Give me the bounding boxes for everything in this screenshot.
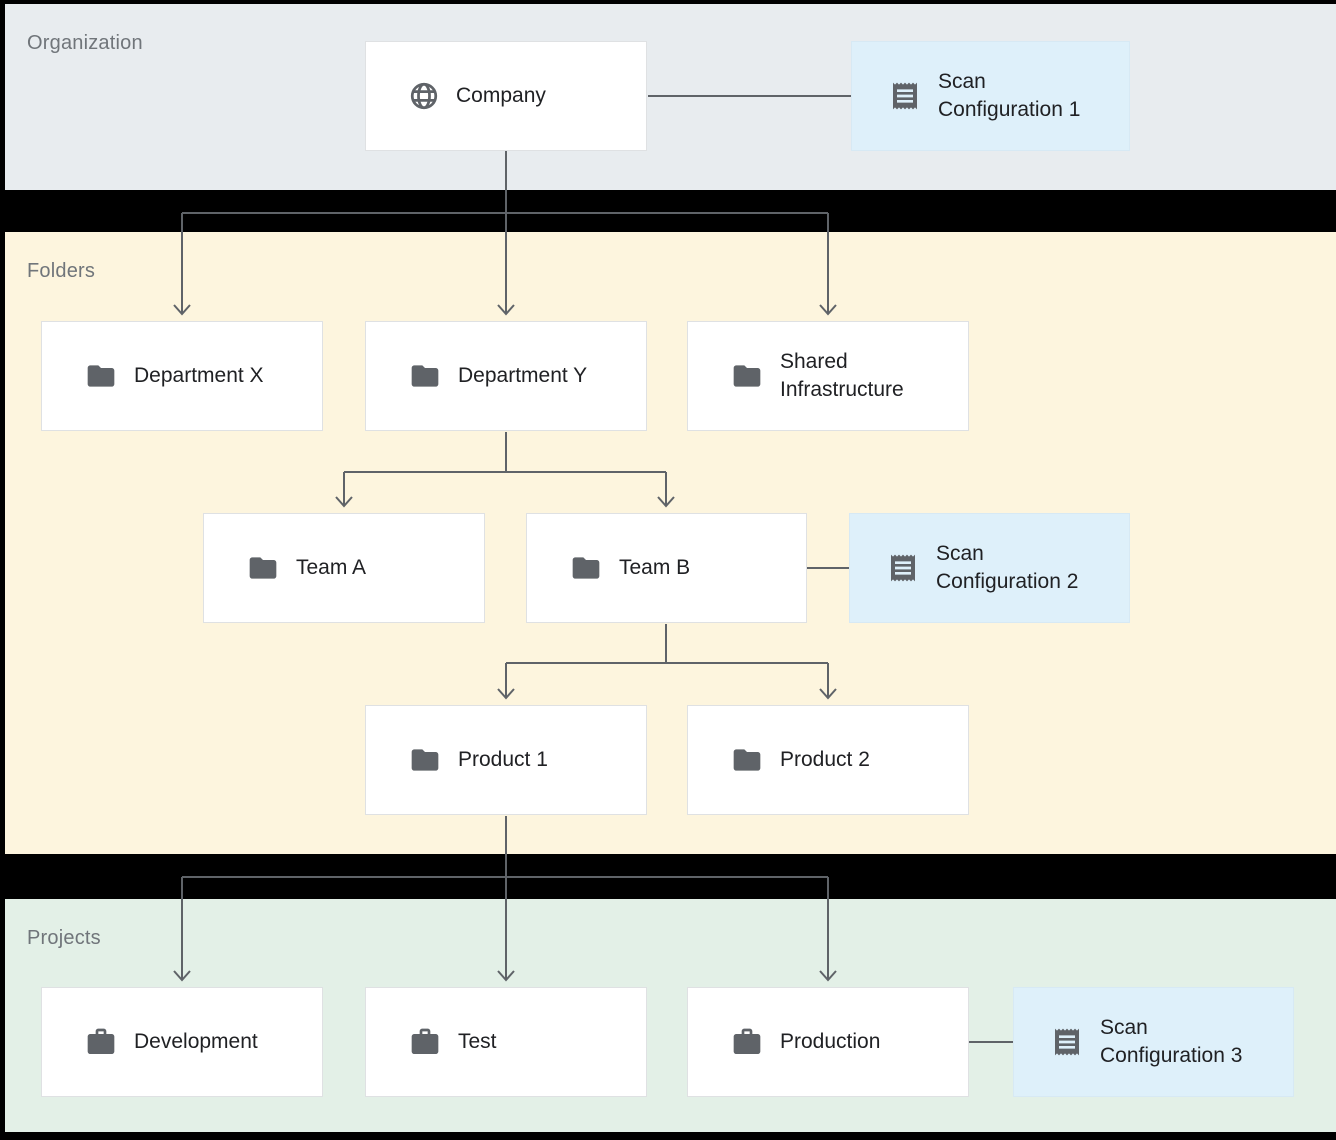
node-department-x: Department X bbox=[41, 321, 323, 431]
node-label: Company bbox=[456, 84, 546, 107]
node-label: Scan Configuration 2 bbox=[936, 542, 1079, 593]
node-production: Production bbox=[687, 987, 969, 1097]
receipt-icon bbox=[887, 552, 919, 584]
node-scan-config-1: Scan Configuration 1 bbox=[851, 41, 1130, 151]
receipt-icon bbox=[1051, 1026, 1083, 1058]
organization-band: Organization bbox=[5, 4, 1336, 190]
folder-icon bbox=[731, 744, 763, 776]
node-label: Scan Configuration 1 bbox=[938, 70, 1081, 121]
node-label: Shared Infrastructure bbox=[780, 350, 904, 401]
folder-icon bbox=[409, 360, 441, 392]
node-label: Test bbox=[458, 1030, 497, 1053]
node-label: Team A bbox=[296, 556, 367, 579]
node-product-1: Product 1 bbox=[365, 705, 647, 815]
receipt-icon bbox=[889, 80, 921, 112]
projects-band-label: Projects bbox=[27, 927, 101, 949]
globe-icon bbox=[409, 81, 439, 111]
organization-band-label: Organization bbox=[27, 32, 143, 54]
node-scan-config-3: Scan Configuration 3 bbox=[1013, 987, 1294, 1097]
node-scan-config-2: Scan Configuration 2 bbox=[849, 513, 1130, 623]
node-label: Department Y bbox=[458, 364, 588, 387]
folder-icon bbox=[731, 360, 763, 392]
folder-icon bbox=[247, 552, 279, 584]
node-label: Department X bbox=[134, 364, 264, 387]
node-label: Product 2 bbox=[780, 748, 870, 771]
node-team-a: Team A bbox=[203, 513, 485, 623]
folder-icon bbox=[570, 552, 602, 584]
node-team-b: Team B bbox=[526, 513, 807, 623]
briefcase-icon bbox=[85, 1026, 117, 1058]
node-label: Product 1 bbox=[458, 748, 548, 771]
node-development: Development bbox=[41, 987, 323, 1097]
briefcase-icon bbox=[409, 1026, 441, 1058]
node-department-y: Department Y bbox=[365, 321, 647, 431]
node-label: Production bbox=[780, 1030, 881, 1053]
node-label: Scan Configuration 3 bbox=[1100, 1016, 1243, 1067]
briefcase-icon bbox=[731, 1026, 763, 1058]
node-test: Test bbox=[365, 987, 647, 1097]
folder-icon bbox=[85, 360, 117, 392]
node-product-2: Product 2 bbox=[687, 705, 969, 815]
folders-band-label: Folders bbox=[27, 260, 96, 282]
node-label: Team B bbox=[619, 556, 691, 579]
node-label: Development bbox=[134, 1030, 258, 1053]
node-shared-infrastructure: Shared Infrastructure bbox=[687, 321, 969, 431]
node-company: Company bbox=[365, 41, 647, 151]
folder-icon bbox=[409, 744, 441, 776]
